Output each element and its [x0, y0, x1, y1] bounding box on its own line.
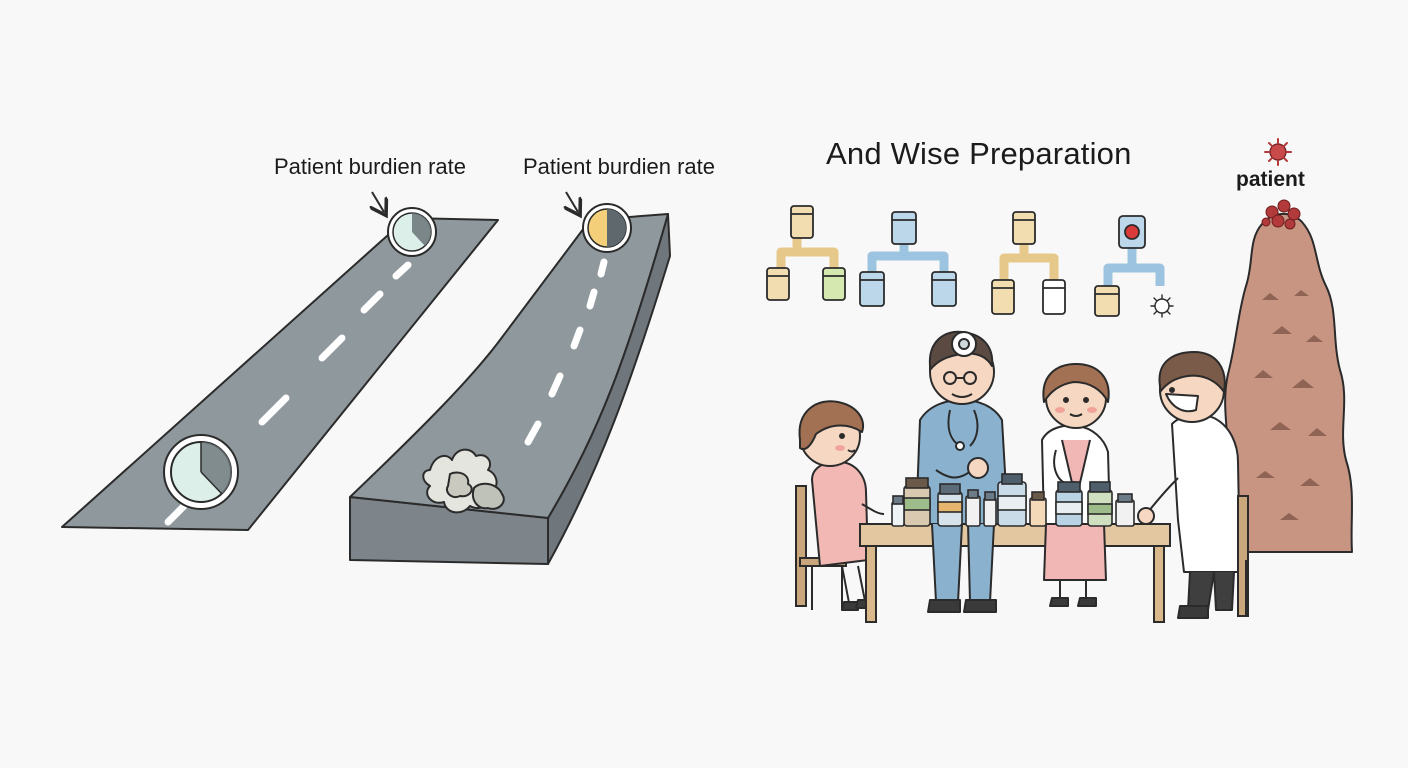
puzzle-pieces-icon	[422, 448, 505, 514]
arrow-icon	[566, 191, 578, 212]
virus-icon	[1264, 138, 1292, 166]
right-road-label: Patient burdien rate	[523, 154, 716, 179]
right-road	[349, 213, 671, 565]
clock-gauge-icon	[163, 434, 239, 510]
flask-network-icon	[1094, 215, 1165, 317]
flask-network-icon	[991, 211, 1066, 315]
virus-icon	[1150, 294, 1174, 318]
mountain-label: patient	[1236, 168, 1305, 191]
half-gauge-icon	[582, 203, 632, 253]
virus-icon	[1261, 199, 1301, 230]
arrow-icon	[372, 191, 384, 212]
left-road-label: Patient burdien rate	[274, 154, 467, 179]
right-road-lane-marks	[524, 258, 608, 446]
heading: And Wise Preparation	[826, 136, 1132, 171]
flask-network-icon	[859, 211, 957, 307]
mountain-icon	[1224, 213, 1353, 553]
pharmacist-figure	[1137, 351, 1241, 619]
chair	[1237, 495, 1249, 617]
doctor-figure	[915, 330, 1009, 613]
medicine-bottles	[891, 473, 1135, 527]
flask-network-icon	[766, 205, 846, 301]
table	[859, 523, 1171, 623]
clock-gauge-icon	[387, 207, 437, 257]
